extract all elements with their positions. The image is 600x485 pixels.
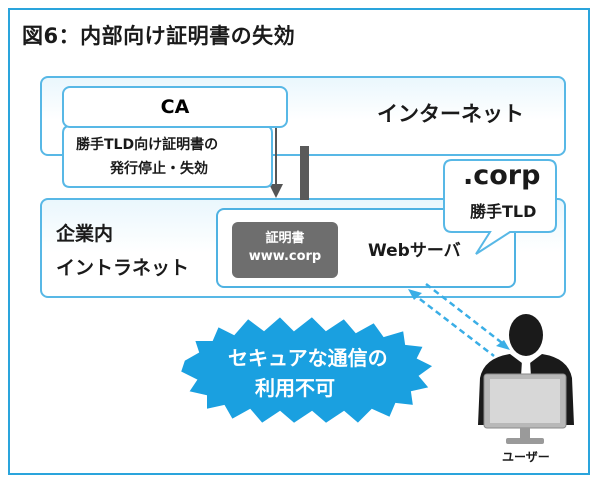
ca-to-cert-arrowhead (269, 184, 283, 198)
user-monitor-stand (520, 428, 530, 440)
user-label: ユーザー (502, 450, 550, 464)
intranet-zone-label-line1: 企業内 (56, 223, 114, 245)
warning-burst (178, 314, 436, 426)
intranet-zone-label-line2: イントラネット (56, 257, 190, 279)
user-monitor-screen (490, 379, 560, 423)
certificate-label: 証明書 (265, 231, 305, 246)
burst-line1: セキュアな通信の (228, 346, 388, 370)
corp-domain: .corp (463, 160, 541, 191)
ca-note-line2: 発行停止・失効 (110, 161, 208, 177)
dashed-link-head-bottom (496, 340, 510, 350)
internet-zone-label: インターネット (377, 102, 524, 126)
user-figure (478, 314, 574, 444)
user-monitor-base (506, 438, 544, 444)
corp-bubble (443, 159, 557, 255)
corp-subtext: 勝手TLD (470, 202, 537, 221)
burst-line2: 利用不可 (255, 376, 335, 400)
figure-title: 図6：内部向け証明書の失効 (22, 24, 296, 48)
ca-box: CA (62, 86, 288, 128)
ca-note-line1: 勝手TLD向け証明書の (76, 137, 219, 153)
user-head (509, 314, 543, 356)
dashed-link-b (425, 283, 507, 347)
dashed-link-head-top (408, 289, 422, 300)
figure-frame: 図6：内部向け証明書の失効 インターネット 企業内 イントラネット Webサーバ… (8, 8, 590, 475)
diagram-graphics (62, 111, 574, 444)
certificate-domain: www.corp (248, 249, 322, 264)
zone-connector (300, 146, 309, 200)
certificate-box: 証明書 www.corp (232, 222, 338, 278)
dashed-link-a (411, 292, 495, 357)
web-server-label: Webサーバ (368, 241, 461, 261)
ca-label: CA (160, 96, 190, 118)
